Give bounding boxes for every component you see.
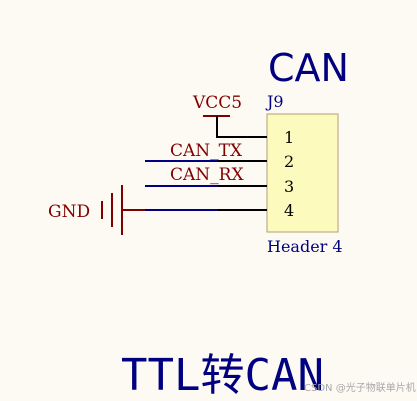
watermark: CSDN @光子物联单片机: [304, 381, 416, 394]
part-name: Header 4: [267, 237, 343, 256]
pin-2-number: 2: [284, 152, 294, 171]
connector-body: [266, 113, 339, 233]
pin-4-number: 4: [284, 201, 294, 220]
pin-3-number: 3: [284, 177, 294, 196]
pin-1-number: 1: [284, 128, 294, 147]
tx-net-label: CAN_TX: [170, 141, 243, 161]
vcc-net-label: VCC5: [192, 93, 242, 113]
ground-icon: [101, 185, 145, 235]
schematic-caption: TTL转CAN: [121, 350, 324, 401]
rx-net-label: CAN_RX: [170, 165, 244, 185]
gnd-net-label: GND: [48, 202, 90, 222]
schematic-title: CAN: [268, 46, 349, 90]
component-ref: J9: [265, 92, 284, 111]
